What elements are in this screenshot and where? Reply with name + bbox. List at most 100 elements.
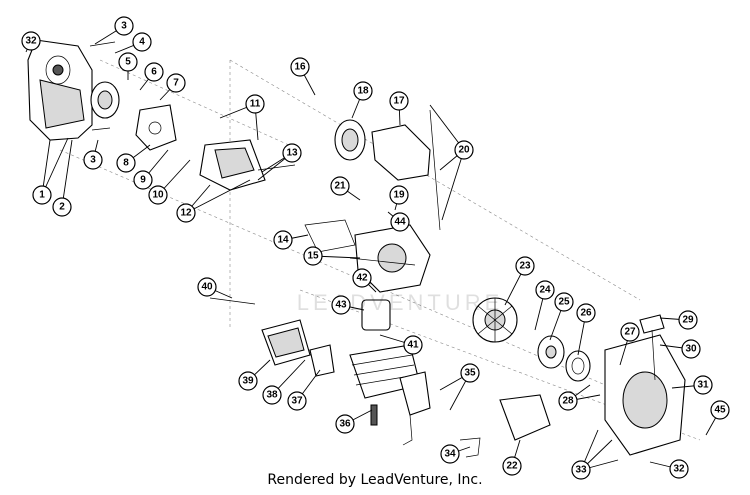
callout-number: 14 — [277, 235, 289, 246]
callout-41: 41 — [379, 334, 423, 355]
callout-42: 42 — [352, 268, 377, 293]
callout-39: 39 — [238, 359, 271, 391]
callout-bubble — [558, 391, 578, 411]
callout-7: 7 — [159, 73, 186, 101]
callout-29: 29 — [659, 310, 698, 330]
callout-bubble — [390, 212, 410, 232]
callout-22: 22 — [502, 439, 522, 476]
callout-21: 21 — [330, 176, 361, 201]
callout-15: 15 — [303, 246, 361, 266]
callout-number: 32 — [673, 464, 685, 475]
callout-1: 1 — [32, 137, 69, 205]
callout-bubble — [710, 400, 730, 420]
callout-10: 10 — [148, 159, 191, 205]
callout-number: 36 — [339, 419, 351, 430]
callout-number: 33 — [575, 465, 587, 476]
callout-bubble — [238, 371, 258, 391]
callout-number: 42 — [356, 273, 368, 284]
callout-number: 3 — [90, 155, 96, 166]
callout-number: 45 — [714, 405, 726, 416]
callout-27: 27 — [619, 322, 640, 366]
callout-32: 32 — [21, 31, 41, 53]
callout-number: 27 — [624, 327, 636, 338]
callout-bubble — [389, 91, 409, 111]
callout-2: 2 — [52, 139, 73, 217]
callout-number: 10 — [152, 190, 164, 201]
callout-number: 28 — [562, 396, 574, 407]
callout-number: 24 — [539, 285, 551, 296]
callout-33: 33 — [571, 429, 619, 480]
callout-20: 20 — [429, 104, 474, 221]
callout-number: 7 — [173, 78, 179, 89]
callout-number: 23 — [519, 261, 531, 272]
callout-number: 31 — [697, 380, 709, 391]
callout-25: 25 — [549, 292, 574, 341]
callout-23: 23 — [504, 256, 535, 306]
callout-bubble — [389, 185, 409, 205]
clutch-drum — [537, 335, 565, 369]
callout-number: 8 — [123, 158, 129, 169]
callout-13: 13 — [257, 143, 302, 181]
callout-bubble — [287, 391, 307, 411]
piston — [361, 299, 391, 331]
shroud-cover — [371, 124, 431, 181]
callout-6: 6 — [139, 62, 164, 91]
callout-bubble — [335, 414, 355, 434]
callout-11: 11 — [219, 94, 265, 141]
callout-number: 1 — [39, 190, 45, 201]
callout-number: 32 — [25, 36, 37, 47]
callout-bubble — [678, 310, 698, 330]
callout-number: 35 — [464, 368, 476, 379]
callout-number: 37 — [291, 396, 303, 407]
callout-bubble — [32, 185, 52, 205]
callout-19: 19 — [389, 185, 409, 211]
callout-bubble — [693, 375, 713, 395]
muffler-spacer — [334, 119, 366, 161]
callout-bubble — [21, 31, 41, 51]
callout-bubble — [681, 339, 701, 359]
callout-12: 12 — [176, 179, 251, 223]
callout-32: 32 — [649, 459, 689, 479]
callout-bubble — [620, 322, 640, 342]
callout-bubble — [669, 459, 689, 479]
callout-bubble — [273, 230, 293, 250]
callout-28: 28 — [558, 384, 601, 411]
callout-number: 25 — [558, 297, 570, 308]
callout-24: 24 — [534, 280, 555, 331]
callout-number: 5 — [125, 57, 131, 68]
fuel-shield — [499, 394, 551, 441]
gasket — [304, 219, 356, 253]
callout-bubble — [83, 150, 103, 170]
callout-bubble — [52, 197, 72, 217]
carburetor-plate — [135, 104, 177, 151]
callout-number: 21 — [334, 181, 346, 192]
callout-4: 4 — [114, 32, 152, 54]
screws — [89, 41, 441, 305]
callout-number: 2 — [59, 202, 65, 213]
callout-bubble — [554, 292, 574, 312]
callout-9: 9 — [133, 149, 169, 190]
callout-35: 35 — [439, 363, 480, 411]
callout-bubble — [282, 143, 302, 163]
callout-43: 43 — [331, 295, 365, 315]
callout-number: 3 — [121, 21, 127, 32]
callout-bubble — [166, 73, 186, 93]
hook-clip — [459, 437, 481, 458]
callout-number: 39 — [242, 376, 254, 387]
callout-number: 41 — [407, 340, 419, 351]
carburetor-body — [199, 139, 266, 191]
callout-number: 11 — [250, 99, 261, 110]
callout-bubble — [262, 385, 282, 405]
callout-3: 3 — [94, 16, 134, 45]
spark-plug — [370, 404, 378, 426]
ignition-module — [399, 371, 431, 446]
callout-40: 40 — [197, 277, 233, 299]
callout-44: 44 — [387, 211, 410, 232]
starter-handle — [639, 314, 665, 381]
callout-38: 38 — [262, 359, 306, 405]
callout-bubble — [245, 94, 265, 114]
callout-number: 43 — [335, 300, 347, 311]
starter-pulley — [565, 350, 591, 382]
callout-bubble — [133, 170, 153, 190]
engine-cover-left — [27, 39, 93, 141]
